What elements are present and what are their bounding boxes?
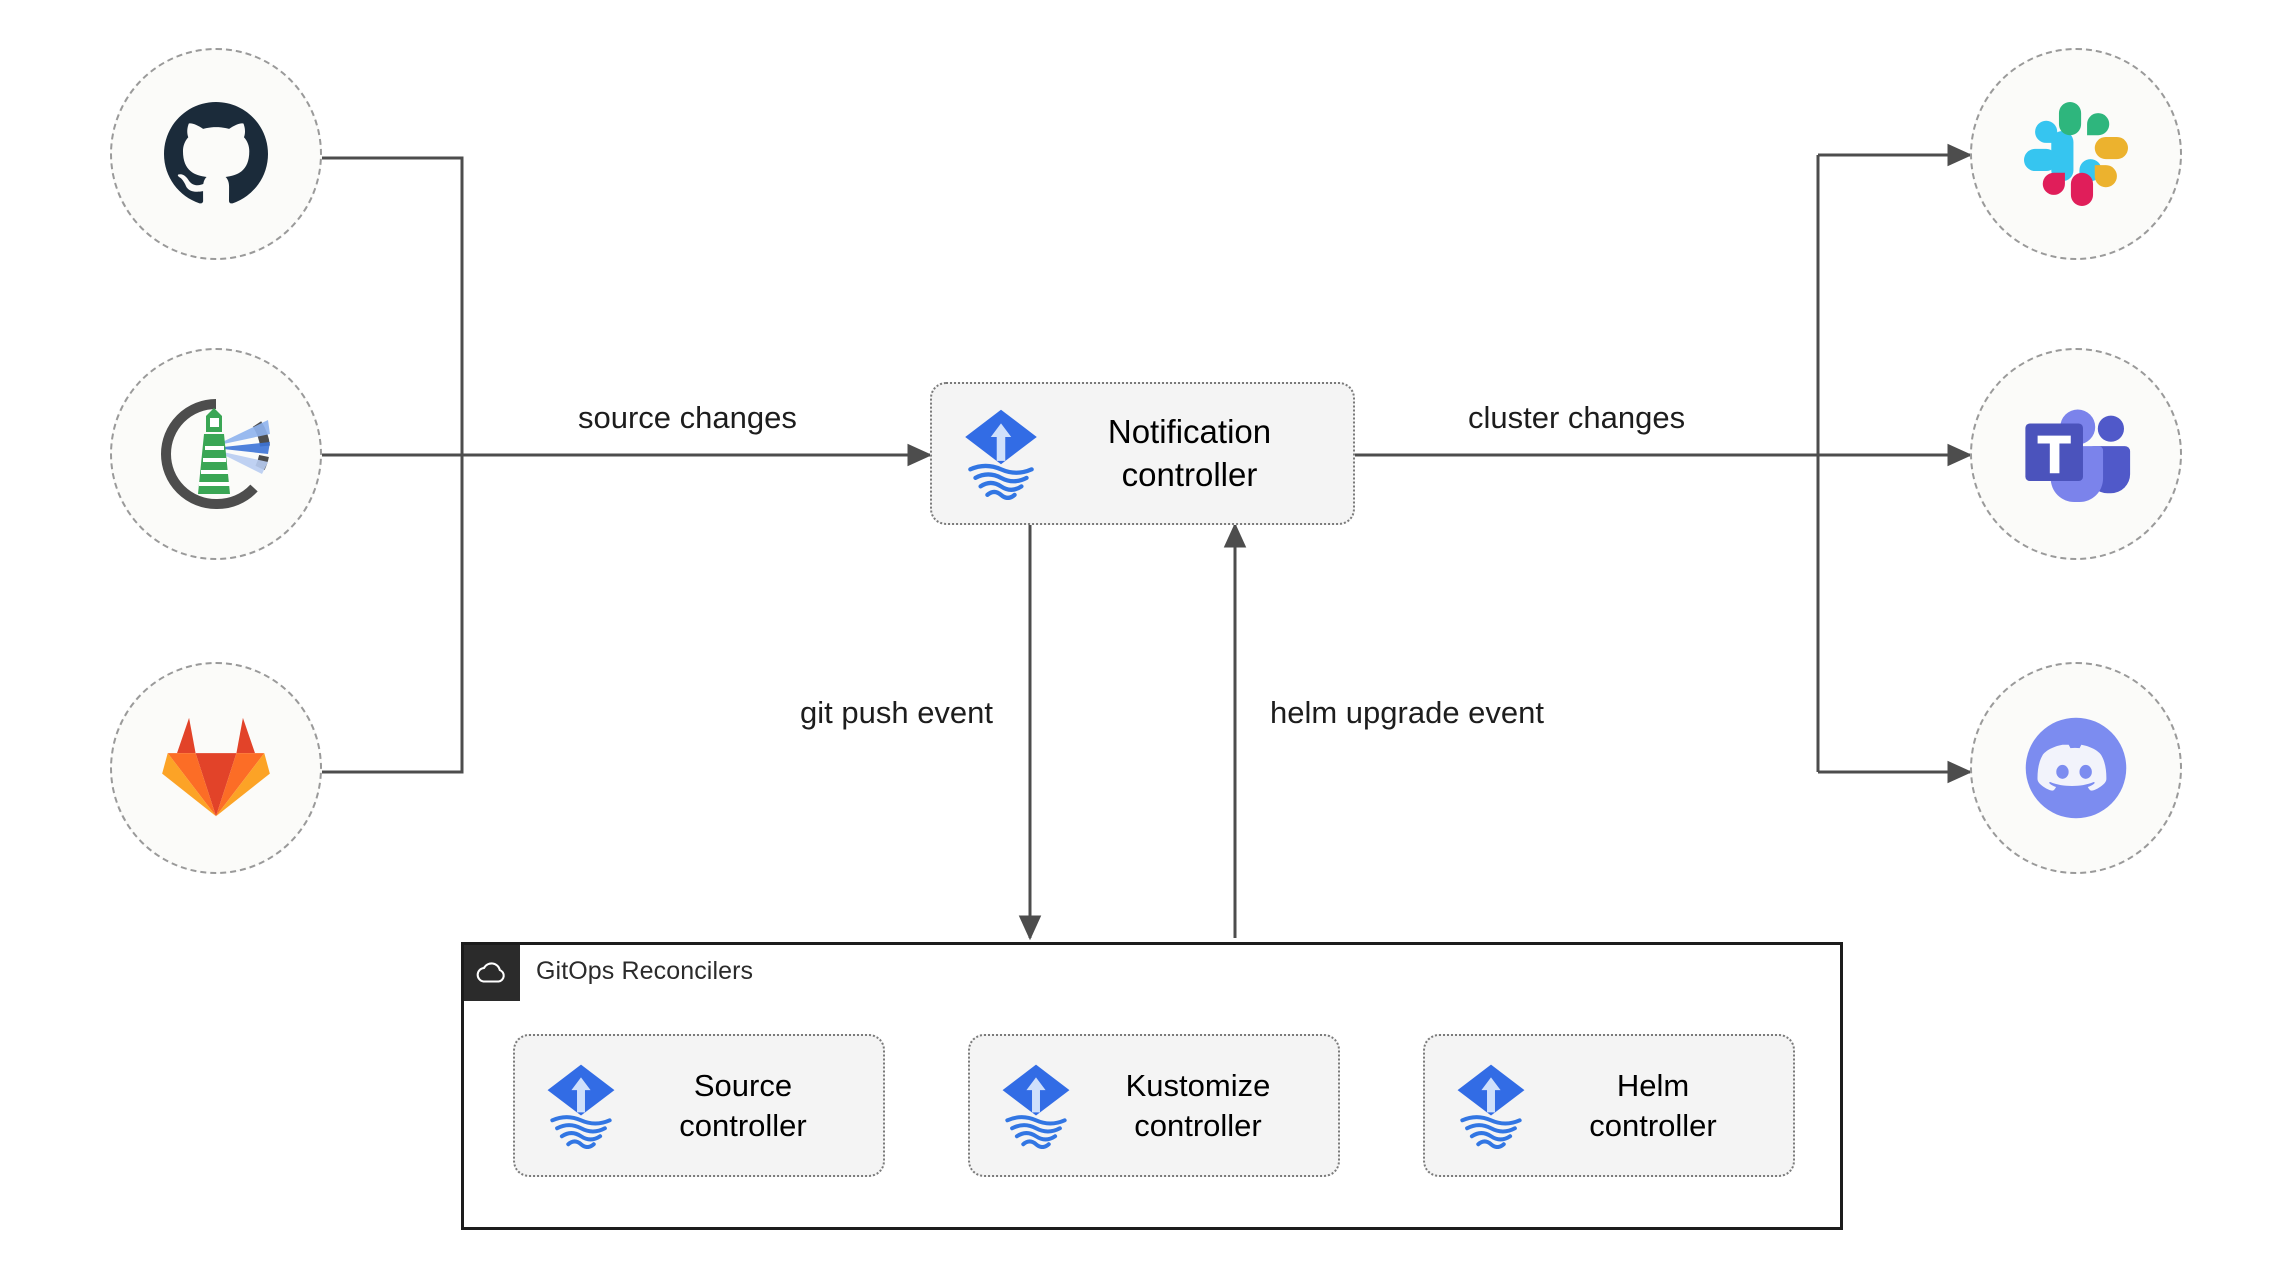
- edge-label-helm-upgrade-event: helm upgrade event: [1270, 695, 1545, 730]
- source-controller-box[interactable]: Source controller: [513, 1034, 885, 1177]
- ms-teams-icon: [2020, 406, 2132, 502]
- target-node-discord[interactable]: [1970, 662, 2182, 874]
- notification-controller-label: Notification controller: [1107, 413, 1272, 493]
- flux-cd-icon: [541, 1063, 621, 1149]
- helm-controller-box[interactable]: Helm controller: [1423, 1034, 1795, 1177]
- source-controller-label: Source controller: [679, 1067, 807, 1143]
- edge-label-cluster-changes: cluster changes: [1468, 400, 1686, 435]
- flux-cd-icon: [1451, 1063, 1531, 1149]
- notification-controller-box[interactable]: Notification controller: [930, 382, 1355, 525]
- kustomize-controller-box[interactable]: Kustomize controller: [968, 1034, 1340, 1177]
- source-node-github[interactable]: [110, 48, 322, 260]
- source-node-flux[interactable]: [110, 348, 322, 560]
- edge-label-source-changes: source changes: [578, 400, 797, 435]
- gitlab-icon: [160, 716, 272, 820]
- slack-icon: [2024, 102, 2128, 206]
- flux-lighthouse-icon: [156, 394, 276, 514]
- flux-cd-icon: [996, 1063, 1076, 1149]
- cloud-icon: [464, 945, 520, 1001]
- target-node-teams[interactable]: [1970, 348, 2182, 560]
- gitops-reconcilers-title: GitOps Reconcilers: [536, 957, 754, 985]
- github-icon: [164, 102, 268, 206]
- edge-github-to-bus: [322, 156, 464, 455]
- edge-label-git-push-event: git push event: [800, 695, 994, 730]
- kustomize-controller-label: Kustomize controller: [1125, 1067, 1271, 1143]
- flux-cd-icon: [958, 408, 1044, 500]
- source-node-gitlab[interactable]: [110, 662, 322, 874]
- helm-controller-label: Helm controller: [1589, 1067, 1717, 1143]
- target-node-slack[interactable]: [1970, 48, 2182, 260]
- discord-icon: [2018, 710, 2134, 826]
- edge-gitlab-to-bus: [322, 455, 464, 774]
